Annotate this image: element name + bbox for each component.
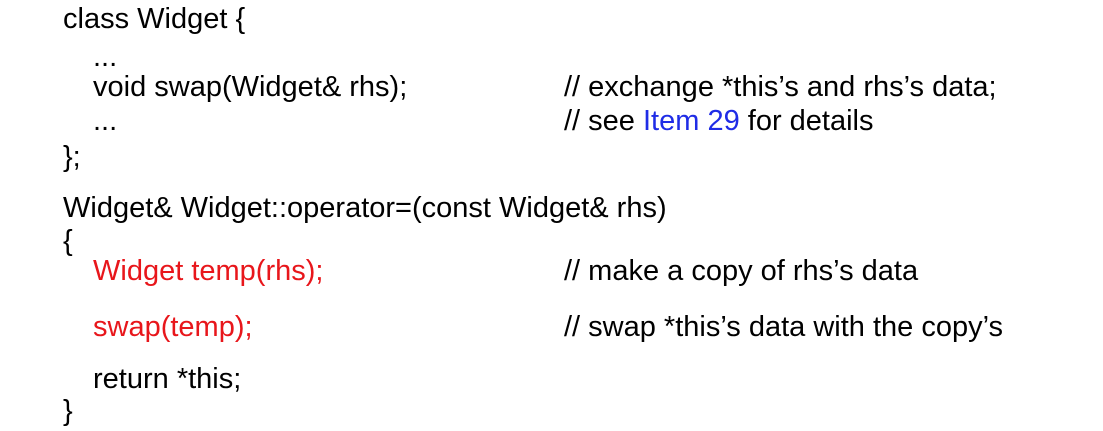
see-suffix: for details bbox=[739, 105, 874, 137]
copy-comment: // make a copy of rhs’s data bbox=[564, 255, 919, 287]
return-statement: return *this; bbox=[93, 363, 242, 395]
ellipsis-line: ... bbox=[93, 41, 118, 73]
swap-declaration: void swap(Widget& rhs); bbox=[93, 71, 408, 103]
exchange-comment: // exchange *this’s and rhs’s data; bbox=[564, 71, 997, 103]
class-close-brace: }; bbox=[63, 141, 81, 173]
item-29-link[interactable]: Item 29 bbox=[643, 105, 740, 137]
function-close-brace: } bbox=[63, 395, 73, 427]
temp-copy-statement: Widget temp(rhs); bbox=[93, 255, 324, 287]
see-item-comment: // see Item 29 for details bbox=[564, 104, 874, 138]
operator-signature: Widget& Widget::operator=(const Widget& … bbox=[63, 192, 667, 224]
swap-comment: // swap *this’s data with the copy’s bbox=[564, 311, 1003, 343]
swap-call-statement: swap(temp); bbox=[93, 311, 253, 343]
see-prefix: // see bbox=[564, 105, 643, 137]
function-open-brace: { bbox=[63, 225, 73, 257]
class-declaration: class Widget { bbox=[63, 3, 246, 35]
ellipsis-line: ... bbox=[93, 105, 118, 137]
